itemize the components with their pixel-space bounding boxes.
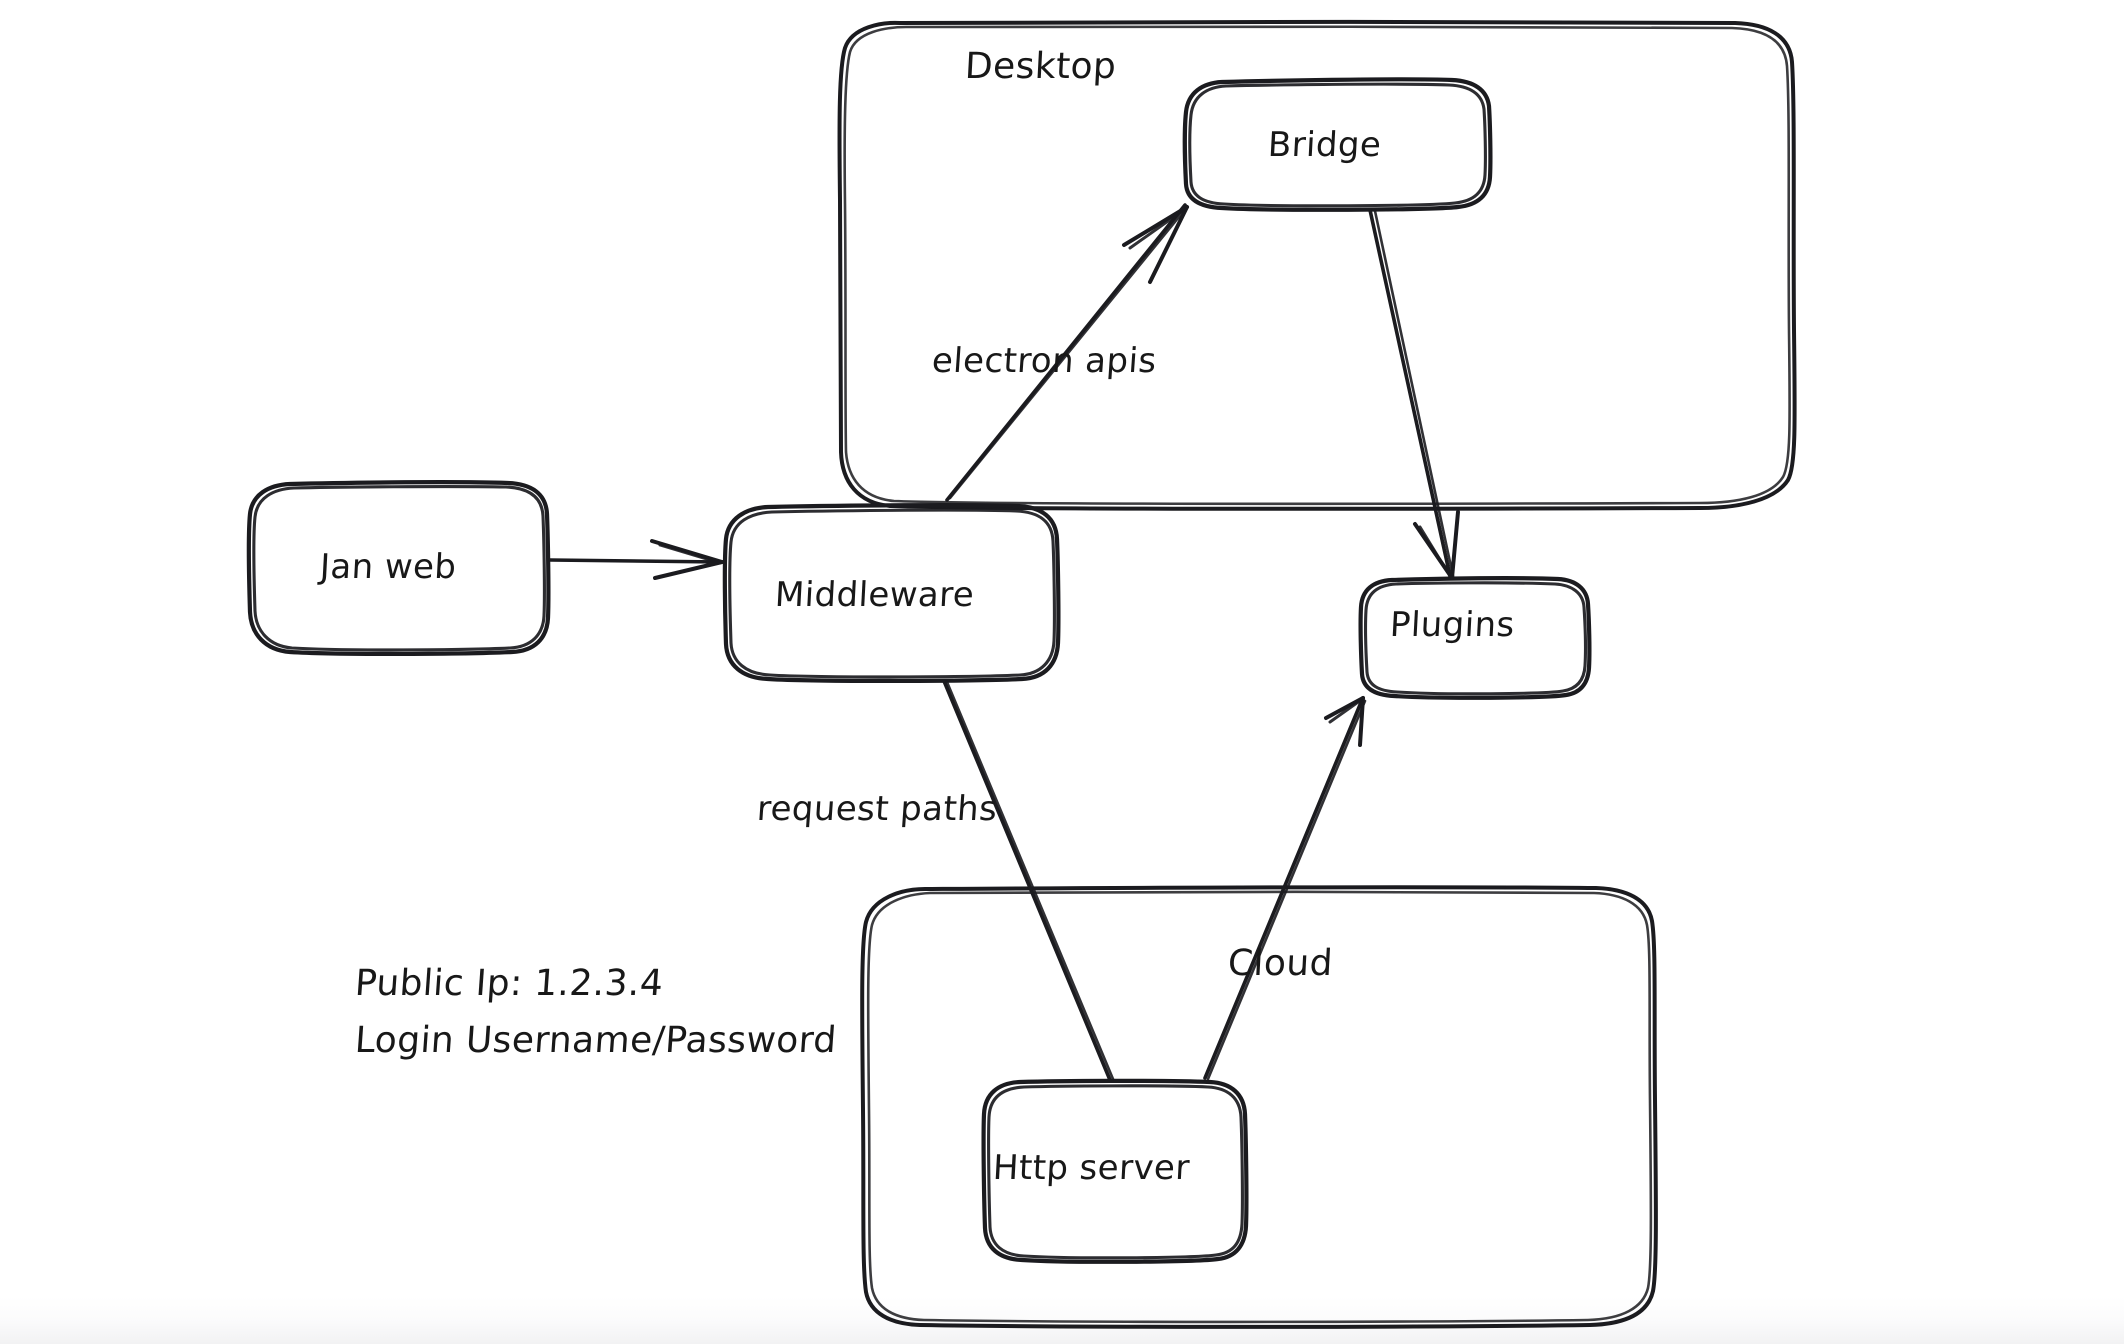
edge-httpserver-to-middleware xyxy=(942,679,1115,1082)
edge-label-request-paths: request paths xyxy=(755,789,999,829)
middleware-node-label: Middleware xyxy=(773,575,976,615)
edge-janweb-to-middleware xyxy=(548,539,724,580)
http-server-shape xyxy=(981,1078,1249,1264)
edge-bridge-to-plugins xyxy=(1368,208,1460,580)
edge-label-electron-apis: electron apis xyxy=(930,341,1158,381)
cloud-container-shape xyxy=(860,885,1658,1329)
desktop-container-shape xyxy=(837,19,1797,511)
bridge-shape xyxy=(1182,77,1493,212)
edge-httpserver-to-plugins xyxy=(1203,696,1367,1081)
note-public-ip: Public Ip: 1.2.3.4 xyxy=(353,963,665,1004)
jan-web-node-label: Jan web xyxy=(318,547,458,587)
plugins-shape xyxy=(1358,576,1592,700)
plugins-node-label: Plugins xyxy=(1388,605,1516,645)
http-server-node-label: Http server xyxy=(991,1148,1191,1188)
edge-middleware-to-bridge xyxy=(945,203,1189,502)
cloud-container-label: Cloud xyxy=(1226,943,1334,984)
desktop-container-label: Desktop xyxy=(963,46,1118,87)
jan-web-shape xyxy=(246,480,551,656)
bridge-node-label: Bridge xyxy=(1266,125,1383,165)
note-login-credentials: Login Username/Password xyxy=(353,1020,838,1061)
middleware-shape xyxy=(722,503,1061,683)
